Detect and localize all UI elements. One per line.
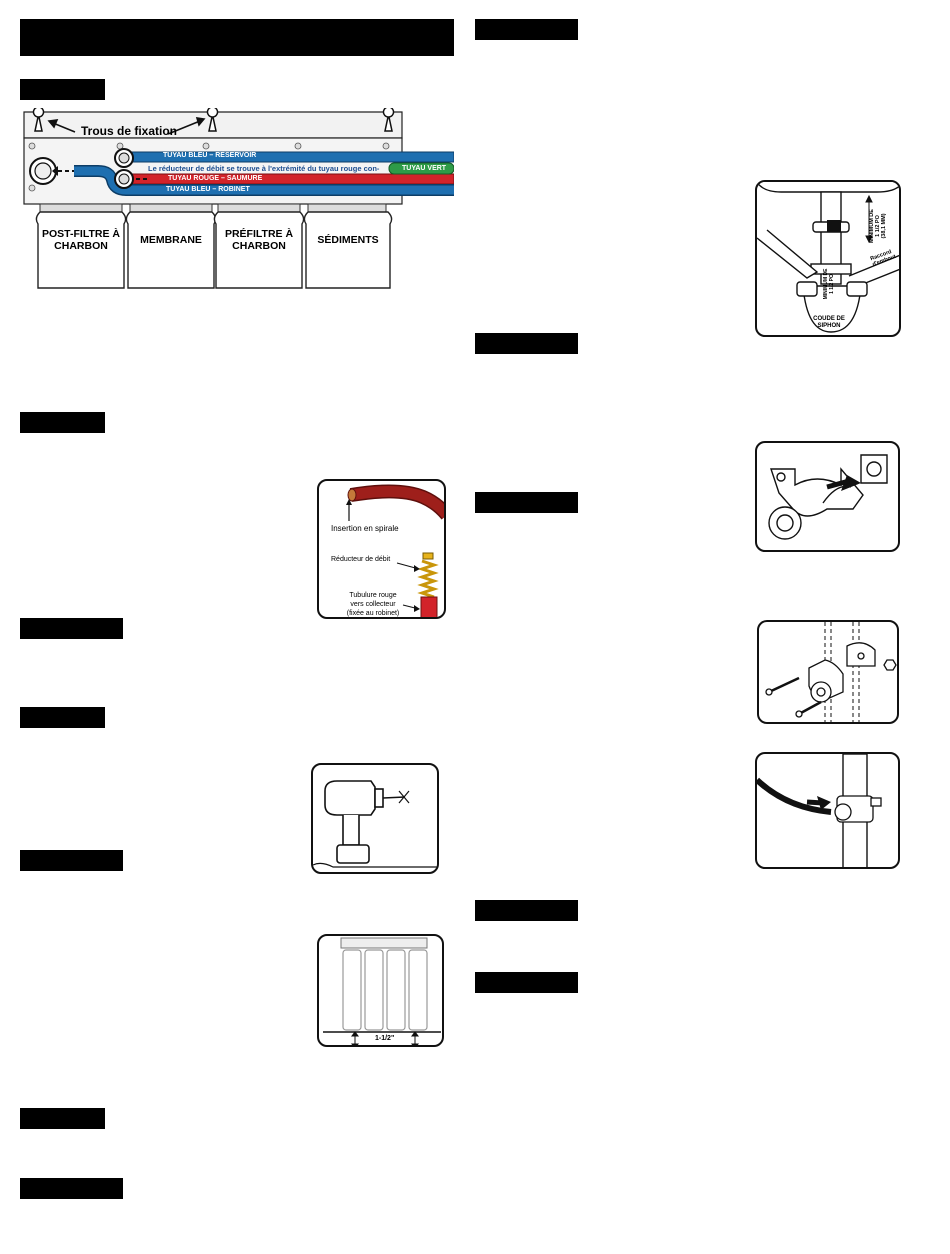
saddle-bolts-figure	[757, 620, 899, 724]
tube-red-brine-label: TUYAU ROUGE – SAUMURE	[168, 175, 263, 182]
drain-pipe-drawing	[757, 182, 899, 333]
section-header-bar-4	[20, 707, 105, 728]
saddle-gasket-drawing	[768, 454, 888, 540]
section-header-bar-8	[475, 19, 578, 40]
section-header-bar-2	[20, 412, 105, 433]
drill-icon	[313, 780, 437, 868]
drill-figure	[311, 763, 439, 874]
filter-label-pre-carbon: PRÉFILTRE À CHARBON	[224, 228, 294, 252]
clearance-figure: 1-1/2"	[317, 934, 444, 1047]
section-header-bar-1	[20, 79, 105, 100]
drain-saddle-location-figure: MINIMUM DE 1 1/2 PO (38,1 MM) Raccord d'…	[755, 180, 901, 337]
section-header-bar-10	[475, 492, 578, 513]
section-header-bar-9	[475, 333, 578, 354]
section-header-bar-5	[20, 850, 123, 871]
flow-restrictor-note: Le réducteur de débit se trouve à l'extr…	[148, 164, 380, 173]
clearance-dimension: 1-1/2"	[375, 1035, 395, 1042]
manifold-diagram: Trous de fixation TUYAU BLEU – RÉSERVOIR…	[18, 106, 455, 290]
section-header-bar-12	[475, 972, 578, 993]
drain-tube-insert-figure	[755, 752, 900, 869]
keyhole-icon	[32, 106, 395, 132]
spiral-insertion-label: Insertion en spirale	[331, 524, 399, 533]
tube-blue-reservoir-label: TUYAU BLEU – RÉSERVOIR	[163, 152, 257, 159]
section-header-bar-11	[475, 900, 578, 921]
trap-label: COUDE DE SIPHON	[813, 316, 845, 329]
mounting-holes-label: Trous de fixation	[81, 124, 178, 138]
red-tubing-label: Tubulure rouge vers collecteur (fixée au…	[346, 592, 400, 617]
page-title-bar	[20, 19, 454, 56]
minimum-side-label: MINIMUM DE 1 1/2 PO	[823, 268, 835, 300]
saddle-gasket-figure	[755, 441, 900, 552]
tube-blue-faucet-label: TUYAU BLEU – ROBINET	[166, 186, 250, 193]
tube-green-label: TUYAU VERT	[402, 165, 447, 172]
filter-label-sediment: SÉDIMENTS	[317, 234, 379, 246]
flow-restrictor-figure: Insertion en spirale Réducteur de débit …	[317, 479, 446, 619]
filter-label-post-carbon: POST-FILTRE À CHARBON	[42, 228, 120, 252]
drain-tube-drawing	[757, 754, 882, 867]
manifold-drawing	[23, 106, 455, 289]
spring-icon	[417, 552, 439, 599]
section-header-bar-3	[20, 618, 123, 639]
filter-clearance-drawing	[323, 937, 441, 1045]
flow-restrictor-drawing	[346, 484, 444, 617]
saddle-bolts-drawing	[765, 622, 897, 722]
flow-restrictor-label: Réducteur de débit	[331, 556, 391, 563]
filter-label-membrane: MEMBRANE	[140, 234, 202, 246]
minimum-height-label: MINIMUM DE 1 1/2 PO (38,1 MM)	[869, 209, 887, 243]
section-header-bar-6	[20, 1108, 105, 1129]
section-header-bar-7	[20, 1178, 123, 1199]
